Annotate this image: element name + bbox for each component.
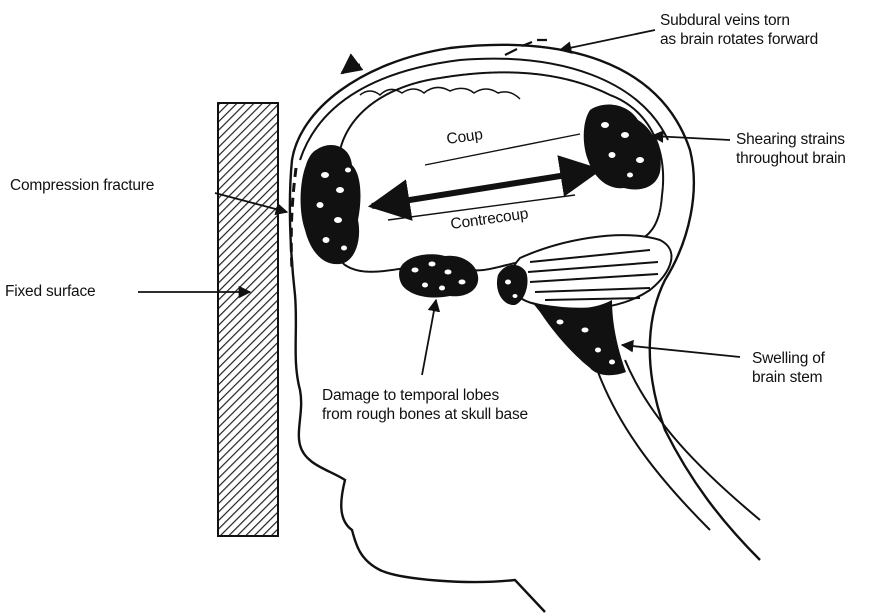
coup-damage-blob (301, 145, 361, 264)
swelling-label-line1: Swelling of (752, 349, 825, 368)
temporal-label-line1: Damage to temporal lobes (322, 386, 528, 405)
contrecoup-damage-blob (584, 105, 661, 190)
swelling-label-line2: brain stem (752, 368, 825, 387)
subdural-label: Subdural veins torn as brain rotates for… (660, 11, 818, 49)
temporal-damage-blob (399, 254, 478, 297)
brain-gyri (360, 87, 520, 99)
fixed-surface-wall (218, 103, 278, 536)
subdural-label-line2: as brain rotates forward (660, 30, 818, 49)
subdural-label-line1: Subdural veins torn (660, 11, 818, 30)
compression-label-text: Compression fracture (10, 176, 154, 195)
subdural-leader (560, 30, 655, 50)
coup-contrecoup-arrow (372, 170, 598, 206)
swelling-label: Swelling of brain stem (752, 349, 825, 387)
swelling-leader (622, 345, 740, 357)
shearing-label-line1: Shearing strains (736, 130, 846, 149)
head-outline (290, 45, 760, 612)
fixed-surface-label: Fixed surface (5, 282, 95, 301)
temporal-label: Damage to temporal lobes from rough bone… (322, 386, 528, 424)
temporal-label-line2: from rough bones at skull base (322, 405, 528, 424)
shearing-leader (652, 136, 730, 140)
shearing-label-line2: throughout brain (736, 149, 846, 168)
spinal-cord (598, 360, 760, 530)
fixed-surface-label-text: Fixed surface (5, 282, 95, 301)
compression-label: Compression fracture (10, 176, 154, 195)
rotation-arrow (342, 65, 360, 73)
shearing-label: Shearing strains throughout brain (736, 130, 846, 168)
temporal-leader (422, 300, 436, 375)
